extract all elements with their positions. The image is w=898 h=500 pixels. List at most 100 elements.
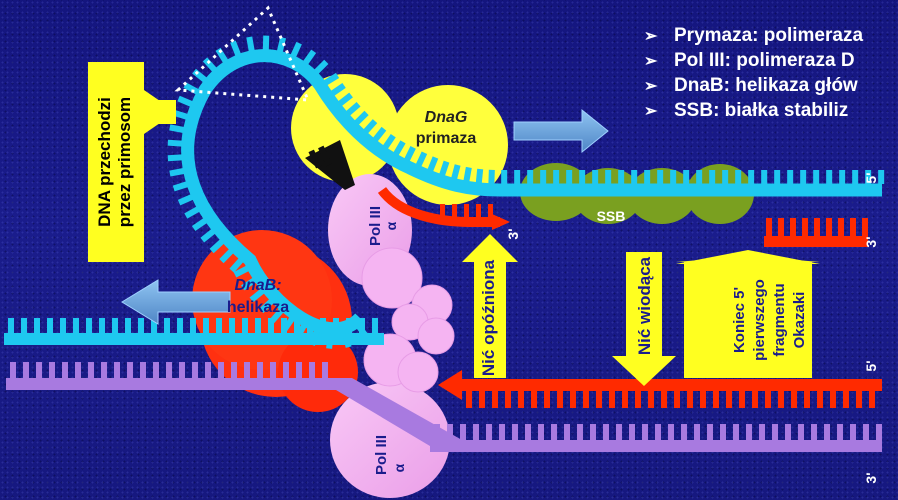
base-pair-tooth	[733, 424, 739, 440]
base-pair-tooth	[179, 362, 185, 378]
base-pair-tooth	[492, 390, 498, 408]
base-pair-tooth	[276, 37, 287, 53]
base-pair-tooth	[466, 390, 472, 408]
base-pair-tooth	[346, 101, 361, 116]
base-pair-tooth	[86, 318, 92, 334]
base-pair-tooth	[202, 57, 217, 72]
base-pair-tooth	[707, 424, 713, 440]
base-pair-tooth	[748, 170, 755, 184]
base-pair-tooth	[616, 424, 622, 440]
base-pair-tooth	[648, 390, 654, 408]
bullet-arrow-icon: ➢	[644, 53, 658, 70]
base-pair-tooth	[475, 168, 484, 184]
base-pair-tooth	[501, 170, 508, 184]
base-pair-tooth	[354, 110, 369, 125]
base-pair-tooth	[153, 362, 159, 378]
base-pair-tooth	[21, 318, 27, 334]
base-pair-tooth	[687, 390, 693, 408]
base-pair-tooth	[164, 318, 170, 334]
base-pair-tooth	[787, 170, 794, 184]
base-pair-tooth	[811, 424, 817, 440]
base-pair-tooth	[592, 170, 599, 184]
legend-item-pol-iii: ➢Pol III: polimeraza D	[644, 49, 863, 74]
base-pair-tooth	[127, 362, 133, 378]
base-pair-tooth	[766, 218, 772, 236]
base-pair-tooth	[852, 170, 859, 184]
base-pair-tooth	[514, 170, 521, 184]
base-pair-tooth	[303, 49, 317, 65]
base-pair-tooth	[192, 362, 198, 378]
base-pair-tooth	[720, 424, 726, 440]
base-pair-tooth	[452, 204, 457, 220]
base-pair-tooth	[735, 170, 742, 184]
base-pair-tooth	[761, 170, 768, 184]
base-pair-tooth	[88, 362, 94, 378]
label-3prime-right-bottom: 3'	[863, 472, 879, 483]
bullet-arrow-icon: ➢	[644, 103, 658, 120]
base-pair-tooth	[451, 164, 461, 180]
yellow-arrow-dna-passes	[88, 62, 176, 262]
base-pair-tooth	[850, 424, 856, 440]
base-pair-tooth	[713, 390, 719, 408]
base-pair-tooth	[869, 390, 875, 408]
base-pair-tooth	[140, 362, 146, 378]
base-pair-tooth	[694, 424, 700, 440]
base-pair-tooth	[255, 318, 261, 334]
label-3prime-right-upper: 3'	[863, 236, 879, 247]
base-pair-tooth	[231, 362, 237, 378]
base-pair-tooth	[830, 390, 836, 408]
base-pair-tooth	[544, 390, 550, 408]
base-pair-tooth	[167, 154, 183, 162]
base-pair-tooth	[631, 170, 638, 184]
blue-loop-strand	[167, 35, 885, 349]
base-pair-tooth	[629, 424, 635, 440]
label-pol-lower-alpha: α	[391, 463, 407, 472]
base-pair-tooth	[473, 424, 479, 440]
base-pair-tooth	[850, 218, 856, 236]
base-pair-tooth	[817, 390, 823, 408]
base-pair-tooth	[655, 424, 661, 440]
violet-strand-left	[6, 362, 462, 452]
base-pair-tooth	[427, 156, 439, 172]
yellow-arrow-lagging	[462, 234, 518, 378]
base-pair-tooth	[759, 424, 765, 440]
bullet-arrow-icon: ➢	[644, 28, 658, 45]
base-pair-tooth	[862, 218, 868, 236]
base-pair-tooth	[460, 424, 466, 440]
base-pair-tooth	[191, 218, 207, 231]
label-okazaki-1: Koniec 5'	[731, 287, 748, 353]
base-pair-tooth	[36, 362, 42, 378]
label-3prime-primer: 3'	[505, 228, 521, 239]
base-pair-tooth	[296, 362, 302, 378]
base-pair-tooth	[166, 362, 172, 378]
base-pair-tooth	[356, 325, 370, 340]
base-pair-tooth	[661, 390, 667, 408]
base-pair-tooth	[642, 424, 648, 440]
base-pair-tooth	[338, 92, 353, 106]
base-pair-tooth	[778, 218, 784, 236]
base-pair-tooth	[229, 258, 244, 273]
base-pair-tooth	[10, 362, 16, 378]
base-pair-tooth	[726, 390, 732, 408]
base-pair-tooth	[774, 170, 781, 184]
base-pair-tooth	[192, 68, 207, 83]
label-pol-upper: Pol III	[367, 206, 384, 246]
base-pair-tooth	[314, 59, 329, 74]
label-okazaki-2: pierwszego	[751, 279, 768, 361]
base-pair-tooth	[125, 318, 131, 334]
base-pair-tooth	[696, 170, 703, 184]
base-pair-tooth	[739, 390, 745, 408]
base-pair-tooth	[488, 204, 493, 220]
bullet-arrow-icon: ➢	[644, 78, 658, 95]
base-pair-tooth	[635, 390, 641, 408]
base-pair-tooth	[476, 204, 481, 220]
base-pair-tooth	[668, 424, 674, 440]
base-pair-tooth	[722, 170, 729, 184]
base-pair-tooth	[60, 318, 66, 334]
base-pair-tooth	[856, 390, 862, 408]
base-pair-tooth	[512, 424, 518, 440]
base-pair-tooth	[281, 317, 295, 333]
blue-arrow-left	[121, 279, 231, 325]
base-pair-tooth	[605, 170, 612, 184]
base-pair-tooth	[233, 265, 249, 278]
